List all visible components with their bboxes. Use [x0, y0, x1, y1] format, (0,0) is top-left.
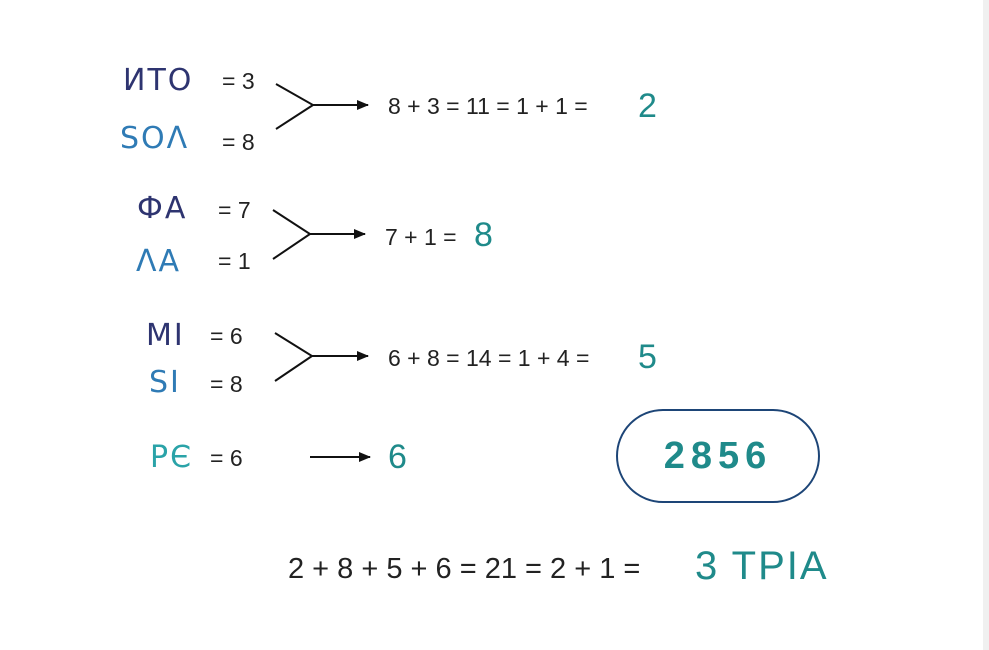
- bracket-1: [275, 83, 315, 130]
- result-3: 5: [638, 338, 657, 376]
- value-mi: = 6: [210, 323, 243, 349]
- word-ito: ИТО: [123, 63, 194, 98]
- word-sol: ЅOΛ: [120, 121, 190, 156]
- value-fa: = 7: [218, 197, 251, 223]
- bracket-2: [272, 209, 312, 260]
- word-fa: ФA: [137, 191, 188, 226]
- calc-3: 6 + 8 = 14 = 1 + 4 =: [388, 345, 590, 371]
- result-2: 8: [474, 216, 493, 254]
- number-box: 2856: [616, 409, 820, 503]
- calc-1: 8 + 3 = 11 = 1 + 1 =: [388, 93, 588, 119]
- final-calc: 2 + 8 + 5 + 6 = 21 = 2 + 1 =: [288, 553, 641, 585]
- word-mi: MI: [146, 318, 185, 353]
- value-ito: = 3: [222, 68, 255, 94]
- value-re: = 6: [210, 445, 243, 471]
- word-re: PЄ: [150, 440, 194, 475]
- final-result: 3 TPIA: [695, 544, 829, 588]
- right-edge-strip: [983, 0, 989, 650]
- result-4: 6: [388, 438, 407, 476]
- word-si: ЅI: [149, 365, 181, 400]
- value-la: = 1: [218, 248, 251, 274]
- calc-2: 7 + 1 =: [385, 224, 457, 250]
- value-sol: = 8: [222, 129, 255, 155]
- bracket-3: [274, 332, 314, 382]
- word-la: ΛA: [136, 244, 182, 279]
- value-si: = 8: [210, 371, 243, 397]
- result-1: 2: [638, 87, 657, 125]
- number-box-value: 2856: [663, 434, 773, 477]
